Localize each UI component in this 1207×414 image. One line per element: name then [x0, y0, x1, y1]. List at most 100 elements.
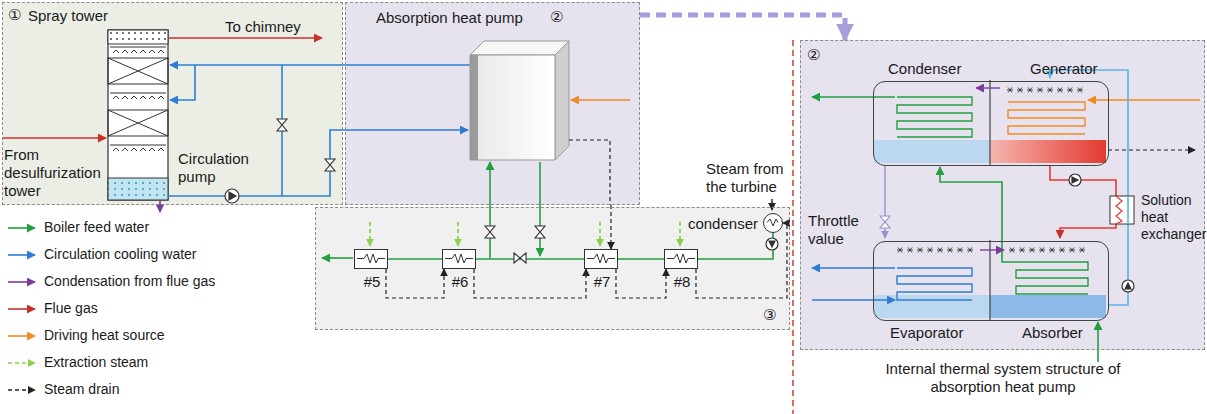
- spray-tower: [122, 50, 128, 53]
- legend-text: Extraction steam: [44, 354, 148, 371]
- pump-symbol: [766, 238, 778, 250]
- pipe-lines: [679, 222, 680, 246]
- pump-symbol: [229, 192, 236, 200]
- heat-pump-internals: [1050, 70, 1128, 305]
- solution-heat-exchanger-symbol: [1110, 196, 1134, 224]
- heat-pump-internals: [927, 248, 933, 253]
- spray-tower: [158, 50, 164, 53]
- heat-pump-internals: [989, 80, 990, 320]
- heater-symbol: [587, 254, 615, 263]
- legend-sample: [6, 380, 38, 400]
- legend-row: Flue gas: [6, 299, 206, 319]
- heat-pump-internals: [1050, 165, 1116, 238]
- panel-number: ②: [807, 46, 820, 64]
- pump-symbol: [225, 174, 1134, 292]
- legend-sample: [6, 245, 38, 265]
- heat-pump-internals: [1029, 248, 1035, 253]
- flow-label: To chimney: [225, 18, 301, 36]
- legend-row: Extraction steam: [6, 353, 206, 373]
- valve-symbol: [277, 119, 890, 263]
- section-label: Condenser: [888, 60, 961, 78]
- legend-sample: [8, 308, 35, 310]
- legend-text: Boiler feed water: [44, 219, 149, 236]
- spray-tower: [122, 96, 128, 99]
- spray-tower: [108, 30, 168, 200]
- heat-pump-internals: [990, 295, 1106, 318]
- panel-heading: Absorption heat pump: [376, 9, 523, 27]
- section-label: Absorber: [1022, 324, 1083, 342]
- heat-pump-internals: [937, 248, 943, 253]
- heat-pump-internals: [897, 268, 972, 300]
- pump-symbol: [225, 189, 239, 203]
- pipe-lines: [370, 222, 680, 246]
- flow-connector: [476, 258, 584, 260]
- heat-pump-internals: [1059, 248, 1065, 253]
- legend-row: Circulation cooling water: [6, 245, 206, 265]
- legend-sample: [8, 335, 35, 337]
- legend-text: Steam drain: [44, 381, 119, 398]
- heat-pump-internals: [947, 248, 953, 253]
- pipe-lines: [168, 195, 225, 197]
- flow-connector: [474, 269, 586, 298]
- flow-connector: [696, 223, 787, 298]
- flow-connector: [640, 15, 845, 40]
- condenser-coil: [764, 214, 781, 231]
- spray-tower: [110, 47, 166, 48]
- spray-tower: [149, 148, 155, 151]
- legend-row: Steam drain: [6, 380, 206, 400]
- panel-fill: [345, 2, 640, 205]
- heat-pump-internals: [1057, 88, 1063, 93]
- legend-text: Flue gas: [44, 300, 98, 317]
- pipe-lines: [569, 140, 610, 205]
- component-label: Solution heat exchanger: [1141, 192, 1207, 242]
- heater-box: #8: [664, 249, 698, 269]
- heater-box: #7: [584, 249, 618, 269]
- heater-symbol: [357, 254, 385, 263]
- heat-pump-internals: [897, 97, 1088, 300]
- heat-pump-internals: [1027, 88, 1033, 93]
- legend-sample: [6, 218, 38, 238]
- spray-tower: [158, 96, 164, 99]
- condenser-symbol: condenser: [763, 213, 783, 233]
- heat-pump-internals: [1067, 88, 1073, 93]
- spray-tower: [140, 50, 146, 53]
- pipe-lines: [2, 38, 470, 212]
- heater-symbol: [445, 254, 473, 263]
- pipe-lines: [792, 40, 793, 414]
- heater-symbol: [355, 250, 386, 267]
- pump-symbol: [1122, 280, 1134, 292]
- heat-pump-internals: [1108, 149, 1195, 150]
- valve-symbol: [325, 159, 335, 171]
- spray-tower: [113, 96, 119, 99]
- vessel-box: CondenserGenerator: [873, 81, 1109, 166]
- panel-number: ①: [8, 6, 21, 24]
- flow-label: From desulfurization tower: [4, 146, 108, 200]
- heat-pump-internals: [812, 96, 895, 98]
- heat-pump-internals: [907, 248, 913, 253]
- heat-pump-internals: [897, 97, 972, 137]
- heater-label: #7: [575, 273, 629, 291]
- flow-connector: [616, 269, 666, 298]
- heat-pump-internals: [1088, 99, 1200, 101]
- heater-box: #5: [354, 249, 388, 269]
- flow-connector: [698, 233, 773, 259]
- spray-tower: [149, 50, 155, 53]
- legend-sample: [8, 254, 35, 256]
- spray-tower: [108, 58, 168, 84]
- spray-tower: [140, 96, 146, 99]
- spray-tower: [131, 148, 137, 151]
- pipe-lines: [539, 162, 541, 256]
- pump-symbol: [769, 241, 775, 247]
- heater-symbol: [443, 250, 474, 267]
- legend-text: Driving heat source: [44, 327, 165, 344]
- flow-connector: [618, 258, 664, 260]
- heat-pump-internals: [940, 167, 1016, 262]
- component-label: Throttle value: [808, 212, 870, 248]
- flow-connector: [386, 269, 444, 298]
- valve-symbol: [514, 253, 526, 263]
- legend-sample: [6, 353, 38, 373]
- section-label: Generator: [1030, 60, 1098, 78]
- pipe-lines: [489, 162, 491, 258]
- heater-symbol: [585, 250, 616, 267]
- heat-pump-internals: [1007, 88, 1013, 93]
